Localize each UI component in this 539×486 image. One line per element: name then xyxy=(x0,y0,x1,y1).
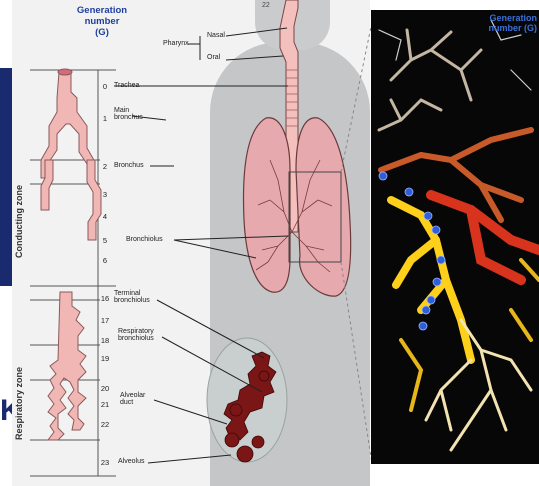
respiratory-airway-tree xyxy=(48,292,86,440)
generation-number: 2 xyxy=(100,162,110,171)
generation-number-heading: Generation number (G) xyxy=(72,6,132,39)
pharynx-label: Pharynx xyxy=(163,40,189,47)
structure-label-alveolar-duct: Alveolar duct xyxy=(120,392,145,407)
top-cut-number: 22 xyxy=(262,2,270,9)
structure-label-main-bronchus: Main bronchus xyxy=(114,107,143,122)
structure-label-terminal-bronchiolus: Terminal bronchiolus xyxy=(114,290,150,305)
generation-number: 22 xyxy=(100,420,110,429)
generation-number: 19 xyxy=(100,354,110,363)
structure-label-bronchiolus: Bronchiolus xyxy=(126,236,163,243)
generation-number: 4 xyxy=(100,212,110,221)
generation-number: 20 xyxy=(100,384,110,393)
generation-number: 5 xyxy=(100,236,110,245)
generation-number: 18 xyxy=(100,336,110,345)
structure-label-bronchus: Bronchus xyxy=(114,162,144,169)
generation-number: 0 xyxy=(100,82,110,91)
generation-number: 1 xyxy=(100,114,110,123)
generation-number: 3 xyxy=(100,190,110,199)
generation-number: 16 xyxy=(100,294,110,303)
conducting-zone-label: Conducting zone xyxy=(14,185,24,258)
nasal-label: Nasal xyxy=(207,32,225,39)
structure-label-alveolus: Alveolus xyxy=(118,458,144,465)
generation-number: 21 xyxy=(100,400,110,409)
generation-number: 17 xyxy=(100,316,110,325)
structure-label-trachea: Trachea xyxy=(114,82,139,89)
bronchial-cast-image xyxy=(371,10,539,464)
oral-label: Oral xyxy=(207,54,220,61)
photo-generation-heading: Generation number (G) xyxy=(489,13,538,34)
generation-number: 6 xyxy=(100,256,110,265)
conducting-airway-tree xyxy=(41,69,101,240)
bronchial-cast-photo: Generation number (G) xyxy=(371,10,539,464)
generation-number: 23 xyxy=(100,458,110,467)
respiratory-zone-label: Respiratory zone xyxy=(14,367,24,440)
structure-label-respiratory-bronchiolus: Respiratory bronchiolus xyxy=(118,328,154,343)
